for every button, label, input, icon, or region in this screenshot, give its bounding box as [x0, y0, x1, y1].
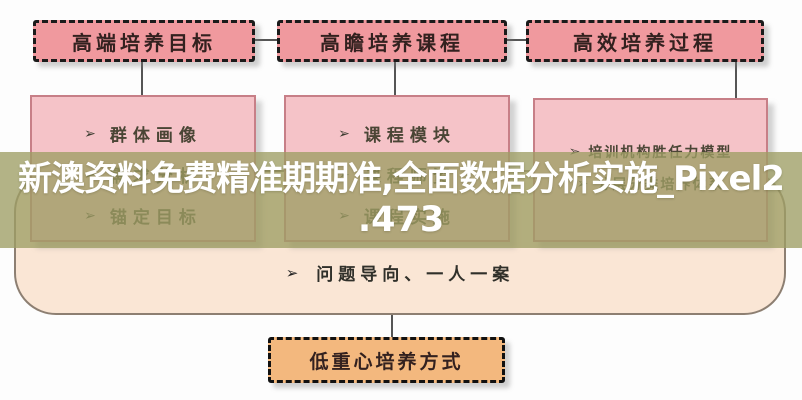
top-box-goal: 高端培养目标: [33, 20, 255, 62]
top-box-course: 高瞻培养课程: [277, 20, 507, 62]
arrow-bullet-icon: ➢: [285, 263, 299, 282]
bottom-box-method: 低重心培养方式: [268, 337, 505, 383]
top-box-process: 高效培养过程: [526, 20, 764, 62]
arrow-bullet-icon: ➢: [84, 125, 96, 142]
item-label: 群体画像: [109, 126, 202, 146]
connector-top-2-3: [507, 39, 526, 41]
connector-container-bottom: [391, 315, 393, 337]
connector-course-column: [394, 62, 396, 95]
watermark-line2: .473: [357, 200, 445, 240]
arrow-bullet-icon: ➢: [338, 125, 350, 142]
watermark-line1: 新澳资料免费精准期期准,全面数据分析实施_Pixel2: [18, 159, 785, 199]
connector-process-column: [735, 62, 737, 98]
watermark-banner: 新澳资料免费精准期期准,全面数据分析实施_Pixel2 .473: [0, 152, 802, 248]
strategy-label: 问题导向、一人一案: [316, 265, 515, 285]
connector-top-1-2: [255, 39, 277, 41]
strategy-row: ➢ 问题导向、一人一案: [16, 260, 784, 286]
connector-goal-column: [141, 62, 143, 95]
list-item: ➢ 群体画像: [38, 121, 248, 147]
list-item: ➢ 课程模块: [292, 121, 502, 147]
item-label: 课程模块: [363, 126, 456, 146]
